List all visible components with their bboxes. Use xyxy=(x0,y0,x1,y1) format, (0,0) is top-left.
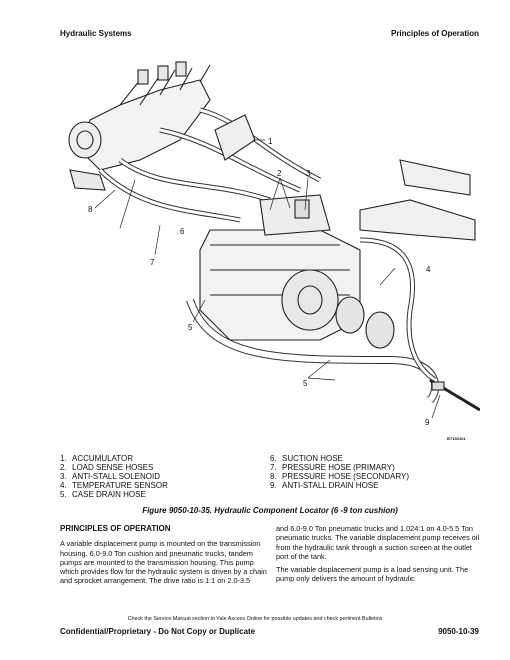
header-chapter-title: Principles of Operation xyxy=(390,29,479,38)
header-section-title: Hydraulic Systems xyxy=(60,29,132,38)
legend-item: 4. TEMPERATURE SENSOR xyxy=(60,481,168,490)
legend-label: PRESSURE HOSE (SECONDARY) xyxy=(282,472,409,481)
legend-label: SUCTION HOSE xyxy=(282,454,343,463)
legend-label: TEMPERATURE SENSOR xyxy=(72,481,168,490)
legend-label: ANTI-STALL DRAIN HOSE xyxy=(282,481,379,490)
legend-number: 8. xyxy=(270,472,277,481)
legend-label: PRESSURE HOSE (PRIMARY) xyxy=(282,463,395,472)
callout-number: 1 xyxy=(268,137,273,146)
legend-item: 9. ANTI-STALL DRAIN HOSE xyxy=(270,481,409,490)
legend-item: 5. CASE DRAIN HOSE xyxy=(60,490,168,499)
legend-right-column: 6. SUCTION HOSE 7. PRESSURE HOSE (PRIMARY)… xyxy=(270,454,409,490)
footer-update-note: Check the Service Manual section in Yale… xyxy=(127,616,383,622)
legend-label: CASE DRAIN HOSE xyxy=(72,490,146,499)
figure-code: BT150101 xyxy=(447,436,466,441)
legend-number: 4. xyxy=(60,481,67,490)
figure-caption: Figure 9050-10-35. Hydraulic Component L… xyxy=(142,506,398,515)
legend-number: 9. xyxy=(270,481,277,490)
body-paragraph: The variable displacement pump is a load… xyxy=(276,565,469,584)
callout-number: 9 xyxy=(425,418,430,427)
legend-item: 3. ANTI-STALL SOLENOID xyxy=(60,472,168,481)
legend-label: ACCUMULATOR xyxy=(72,454,134,463)
callout-number: 5 xyxy=(188,323,193,332)
legend-item: 1. ACCUMULATOR xyxy=(60,454,168,463)
callout-number: 4 xyxy=(426,265,431,274)
callout-number: 5 xyxy=(303,379,308,388)
callout-number: 2 xyxy=(277,169,282,178)
legend-item: 6. SUCTION HOSE xyxy=(270,454,409,463)
legend-label: LOAD SENSE HOSES xyxy=(72,463,154,472)
body-paragraph: and 6.0-9.0 Ton pneumatic trucks and 1.0… xyxy=(276,524,480,561)
legend-left-column: 1. ACCUMULATOR 2. LOAD SENSE HOSES 3. ANTI-… xyxy=(60,454,168,499)
legend-label: ANTI-STALL SOLENOID xyxy=(72,472,161,481)
callout-number: 6 xyxy=(180,227,185,236)
legend-number: 2. xyxy=(60,463,67,472)
legend-item: 8. PRESSURE HOSE (SECONDARY) xyxy=(270,472,409,481)
legend-number: 1. xyxy=(60,454,67,463)
page-number: 9050-10-39 xyxy=(438,627,479,636)
callout-number: 7 xyxy=(150,258,155,267)
legend-item: 7. PRESSURE HOSE (PRIMARY) xyxy=(270,463,409,472)
body-paragraph: A variable displacement pump is mounted … xyxy=(60,539,267,586)
callout-number: 8 xyxy=(88,205,93,214)
hydraulic-component-illustration: 1 2 3 4 5 5 6 7 8 9 xyxy=(60,60,480,450)
text-column-right: and 6.0-9.0 Ton pneumatic trucks and 1.0… xyxy=(276,524,480,588)
legend-number: 7. xyxy=(270,463,277,472)
text-column-left: PRINCIPLES OF OPERATION A variable displ… xyxy=(60,524,270,590)
legend-number: 6. xyxy=(270,454,277,463)
callout-number: 3 xyxy=(306,169,311,178)
footer-confidential-notice: Confidential/Proprietary - Do Not Copy o… xyxy=(60,627,256,636)
legend-number: 3. xyxy=(60,472,67,481)
legend-number: 5. xyxy=(60,490,67,499)
legend-item: 2. LOAD SENSE HOSES xyxy=(60,463,168,472)
section-heading: PRINCIPLES OF OPERATION xyxy=(60,524,171,533)
